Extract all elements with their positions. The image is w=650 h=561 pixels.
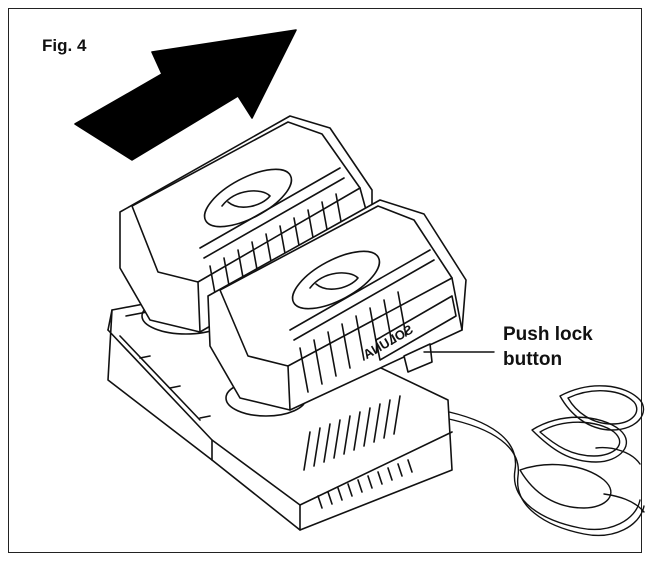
battery-front: SOLUNA bbox=[207, 199, 467, 411]
direction-arrow-icon bbox=[74, 29, 297, 161]
push-lock-button bbox=[403, 343, 433, 373]
callout-line-1: Push lock bbox=[503, 324, 593, 345]
callout-line-2: button bbox=[503, 349, 563, 370]
figure-label: Fig. 4 bbox=[42, 36, 87, 55]
power-cord bbox=[439, 385, 645, 536]
vent-slots bbox=[303, 395, 413, 509]
push-lock-callout: Push lock button bbox=[503, 322, 633, 372]
